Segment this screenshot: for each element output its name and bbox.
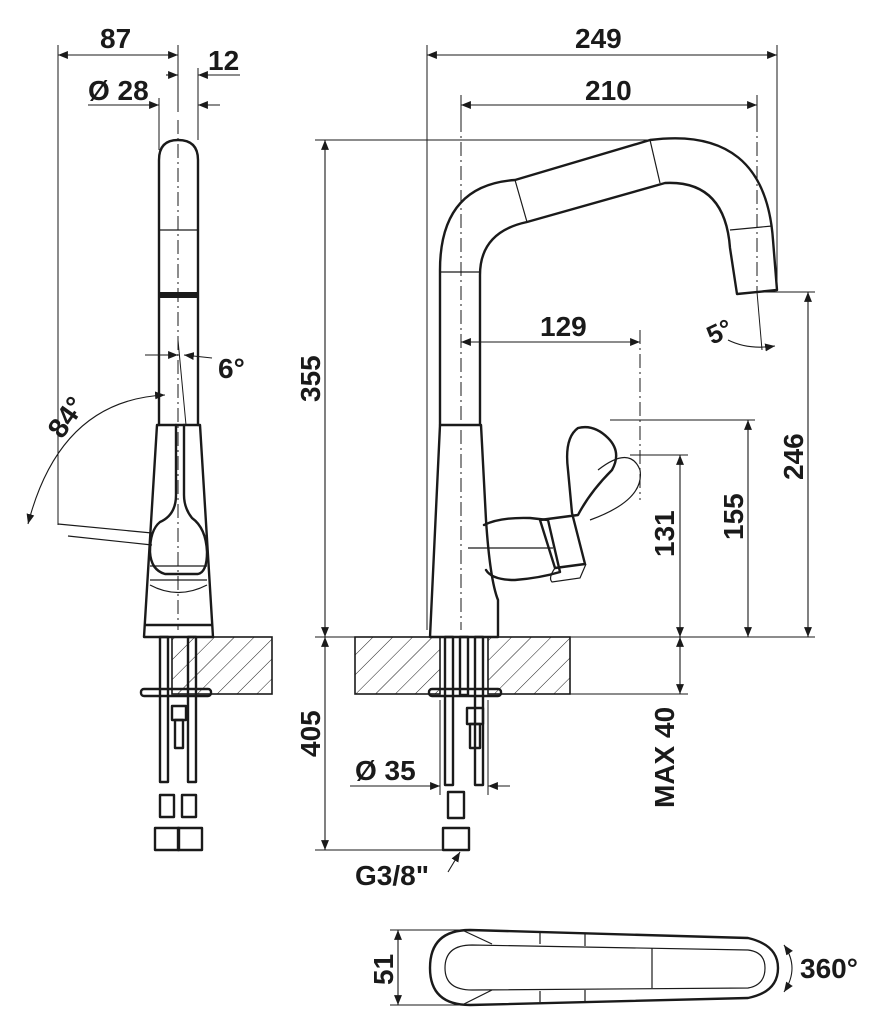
dimension-lines <box>26 45 815 1006</box>
label-87: 87 <box>100 23 131 54</box>
label-210: 210 <box>585 75 632 106</box>
label-84-deg: 84° <box>42 391 92 443</box>
front-countertop-right <box>487 636 571 695</box>
front-lever-housing <box>482 516 562 582</box>
label-131: 131 <box>649 510 680 557</box>
label-51: 51 <box>368 954 399 985</box>
label-12: 12 <box>208 45 239 76</box>
label-405: 405 <box>295 710 326 757</box>
label-129: 129 <box>540 311 587 342</box>
label-max-40: MAX 40 <box>649 707 680 808</box>
label-155: 155 <box>718 493 749 540</box>
front-hoses <box>427 635 503 852</box>
label-diameter-35: Ø 35 <box>355 755 416 786</box>
side-view <box>57 120 273 852</box>
label-246: 246 <box>778 433 809 480</box>
front-spout <box>438 137 779 427</box>
label-g3-8: G3/8" <box>355 860 429 891</box>
label-360-deg: 360° <box>800 953 858 984</box>
front-lever <box>538 425 618 570</box>
label-355: 355 <box>295 355 326 402</box>
label-6-deg: 6° <box>218 353 245 384</box>
front-body <box>428 423 500 639</box>
label-5-deg: 5° <box>702 313 737 351</box>
front-view <box>354 118 779 852</box>
top-spout <box>428 928 780 1007</box>
top-view <box>428 928 780 1007</box>
front-countertop-left <box>354 636 441 695</box>
side-hoses <box>139 635 213 852</box>
label-249: 249 <box>575 23 622 54</box>
label-diameter-28: Ø 28 <box>88 75 149 106</box>
dimension-labels: 87 12 Ø 28 6° 84° 249 210 355 405 129 5°… <box>42 23 858 985</box>
